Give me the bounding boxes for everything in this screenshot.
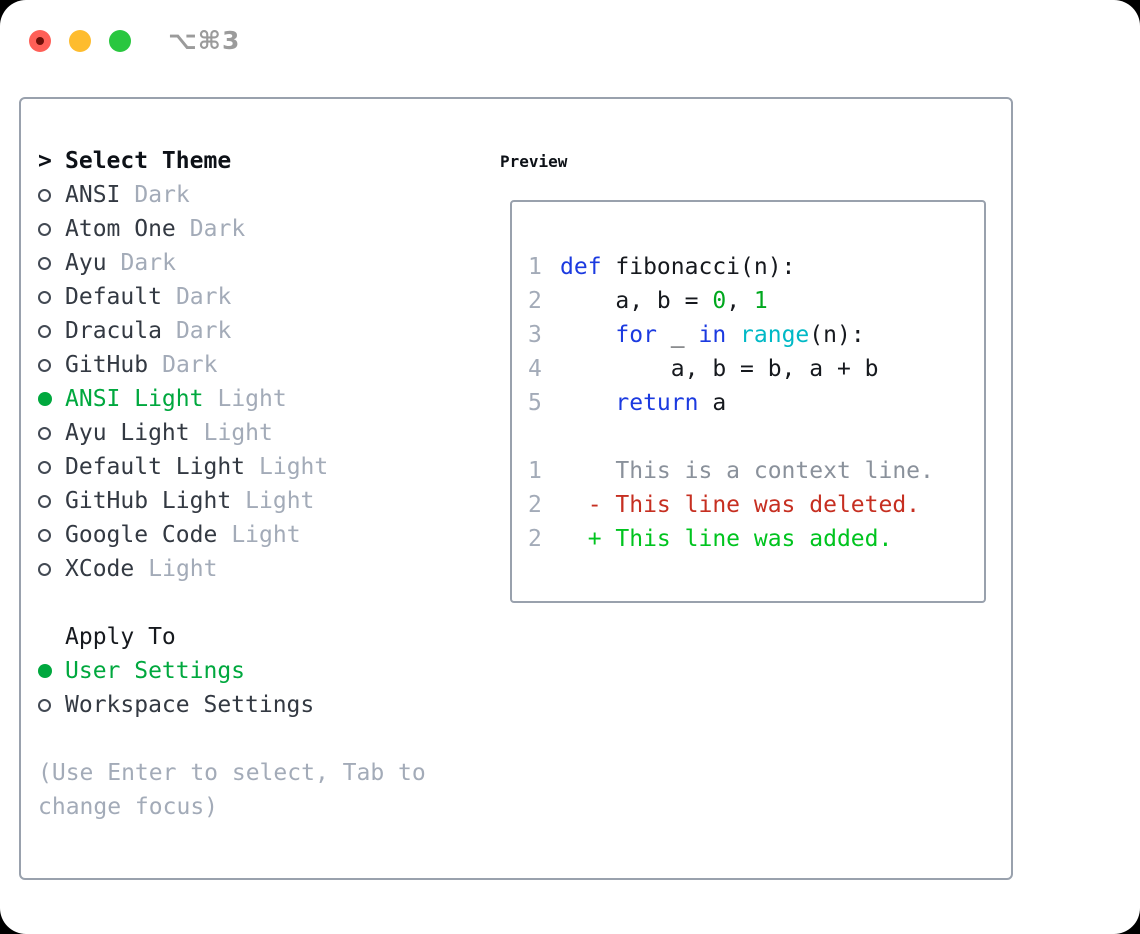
theme-variant: Dark xyxy=(175,318,232,344)
radio-icon xyxy=(38,290,65,304)
apply-to-header-row: Apply To xyxy=(38,620,500,654)
theme-option-ayu-dark[interactable]: Ayu Dark xyxy=(38,246,500,280)
theme-name: Atom One xyxy=(65,216,176,242)
prompt-icon: > xyxy=(38,148,52,174)
preview-header: Preview xyxy=(500,151,568,171)
blank-line xyxy=(528,420,984,454)
theme-variant: Dark xyxy=(162,352,218,378)
theme-name: Google Code xyxy=(65,522,218,548)
code-line: 3 for _ in range(n): xyxy=(528,322,865,348)
diff-line-added: 2 + This line was added. xyxy=(528,526,893,552)
radio-icon xyxy=(38,460,65,474)
theme-name: ANSI Light xyxy=(65,386,204,412)
apply-option-label: Workspace Settings xyxy=(65,692,315,718)
radio-icon xyxy=(38,256,65,270)
code-line: 4 a, b = b, a + b xyxy=(528,356,879,382)
theme-name: Ayu xyxy=(65,250,107,276)
line-number: 3 xyxy=(528,322,542,348)
radio-icon xyxy=(38,494,65,508)
radio-icon xyxy=(38,358,65,372)
theme-name: XCode xyxy=(65,556,135,582)
theme-name: GitHub Light xyxy=(65,488,232,514)
line-number: 1 xyxy=(528,254,542,280)
select-theme-header: Select Theme xyxy=(65,148,232,174)
theme-option-dracula-dark[interactable]: Dracula Dark xyxy=(38,314,500,348)
line-number: 2 xyxy=(528,526,542,552)
line-number: 1 xyxy=(528,458,542,484)
theme-variant: Dark xyxy=(120,250,176,276)
apply-option-workspace-settings[interactable]: Workspace Settings xyxy=(38,688,500,722)
theme-option-atom-one-dark[interactable]: Atom One Dark xyxy=(38,212,500,246)
line-number: 2 xyxy=(528,492,542,518)
apply-to-header: Apply To xyxy=(65,624,176,650)
theme-name: ANSI xyxy=(65,182,121,208)
theme-variant: Dark xyxy=(134,182,190,208)
theme-name: GitHub xyxy=(65,352,149,378)
line-number: 2 xyxy=(528,288,542,314)
theme-name: Default xyxy=(65,284,162,310)
line-number: 5 xyxy=(528,390,542,416)
theme-option-default-dark[interactable]: Default Dark xyxy=(38,280,500,314)
radio-icon xyxy=(38,528,65,542)
apply-option-label: User Settings xyxy=(65,658,246,684)
radio-icon xyxy=(38,324,65,338)
radio-icon xyxy=(38,698,65,712)
radio-selected-icon xyxy=(38,664,65,678)
theme-variant: Light xyxy=(148,556,218,582)
theme-option-github-light[interactable]: GitHub Light Light xyxy=(38,484,500,518)
theme-option-ayu-light[interactable]: Ayu Light Light xyxy=(38,416,500,450)
theme-option-xcode-light[interactable]: XCode Light xyxy=(38,552,500,586)
radio-selected-icon xyxy=(38,392,65,406)
theme-variant: Light xyxy=(245,488,315,514)
theme-name: Dracula xyxy=(65,318,162,344)
theme-picker-panel: > Select Theme ANSI Dark Atom One Dark A… xyxy=(19,97,1013,880)
diff-line-context: 1 This is a context line. xyxy=(528,458,934,484)
theme-variant: Light xyxy=(203,420,273,446)
titlebar: ⌥⌘3 xyxy=(29,26,240,55)
theme-name: Default Light xyxy=(65,454,246,480)
code-line: 2 a, b = 0, 1 xyxy=(528,288,768,314)
radio-icon xyxy=(38,426,65,440)
theme-variant: Light xyxy=(217,386,287,412)
theme-option-github-dark[interactable]: GitHub Dark xyxy=(38,348,500,382)
theme-option-default-light[interactable]: Default Light Light xyxy=(38,450,500,484)
theme-option-ansi-dark[interactable]: ANSI Dark xyxy=(38,178,500,212)
hint-text: (Use Enter to select, Tab to change focu… xyxy=(38,760,426,820)
theme-variant: Dark xyxy=(189,216,246,242)
close-button-icon[interactable] xyxy=(29,29,51,52)
radio-icon xyxy=(38,562,65,576)
radio-icon xyxy=(38,222,65,236)
theme-select-column: > Select Theme ANSI Dark Atom One Dark A… xyxy=(38,144,500,824)
line-number: 4 xyxy=(528,356,542,382)
radio-icon xyxy=(38,188,65,202)
select-theme-header-row: > Select Theme xyxy=(38,144,500,178)
code-line: 5 return a xyxy=(528,390,727,416)
zoom-button-icon[interactable] xyxy=(109,29,131,52)
theme-option-google-code-light[interactable]: Google Code Light xyxy=(38,518,500,552)
window-title: ⌥⌘3 xyxy=(168,26,241,55)
theme-option-ansi-light[interactable]: ANSI Light Light xyxy=(38,382,500,416)
diff-line-deleted: 2 - This line was deleted. xyxy=(528,492,921,518)
theme-variant: Light xyxy=(259,454,329,480)
theme-name: Ayu Light xyxy=(65,420,190,446)
theme-variant: Light xyxy=(231,522,301,548)
minimize-button-icon[interactable] xyxy=(69,29,91,52)
theme-variant: Dark xyxy=(175,284,232,310)
apply-option-user-settings[interactable]: User Settings xyxy=(38,654,500,688)
